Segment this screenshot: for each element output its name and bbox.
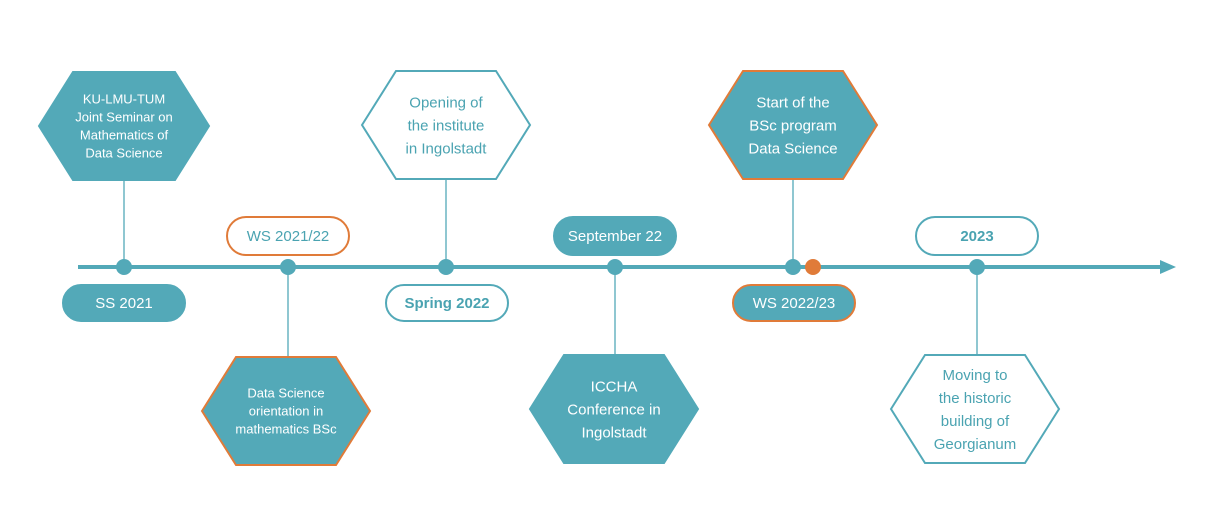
timeline-marker bbox=[607, 259, 623, 275]
date-label: SS 2021 bbox=[95, 295, 153, 312]
date-label: WS 2021/22 bbox=[247, 228, 330, 245]
date-label: 2023 bbox=[960, 228, 993, 245]
timeline-marker bbox=[785, 259, 801, 275]
event-hexagon bbox=[360, 70, 532, 180]
timeline-marker bbox=[969, 259, 985, 275]
date-label: WS 2022/23 bbox=[753, 295, 836, 312]
highlight-marker bbox=[805, 259, 821, 275]
event-hexagon bbox=[200, 356, 372, 466]
date-pill bbox=[553, 216, 677, 256]
event-hexagon bbox=[889, 354, 1061, 464]
timeline-marker bbox=[116, 259, 132, 275]
timeline-arrowhead bbox=[1160, 260, 1176, 274]
date-label: Spring 2022 bbox=[404, 295, 489, 312]
date-label: September 22 bbox=[568, 228, 662, 245]
date-pill bbox=[732, 284, 856, 322]
event-hexagon bbox=[528, 354, 700, 464]
date-pill bbox=[226, 216, 350, 256]
date-pill bbox=[62, 284, 186, 322]
event-hexagon bbox=[37, 71, 211, 181]
date-pill bbox=[915, 216, 1039, 256]
date-pill bbox=[385, 284, 509, 322]
event-hexagon bbox=[707, 70, 879, 180]
timeline-marker bbox=[438, 259, 454, 275]
timeline-marker bbox=[280, 259, 296, 275]
